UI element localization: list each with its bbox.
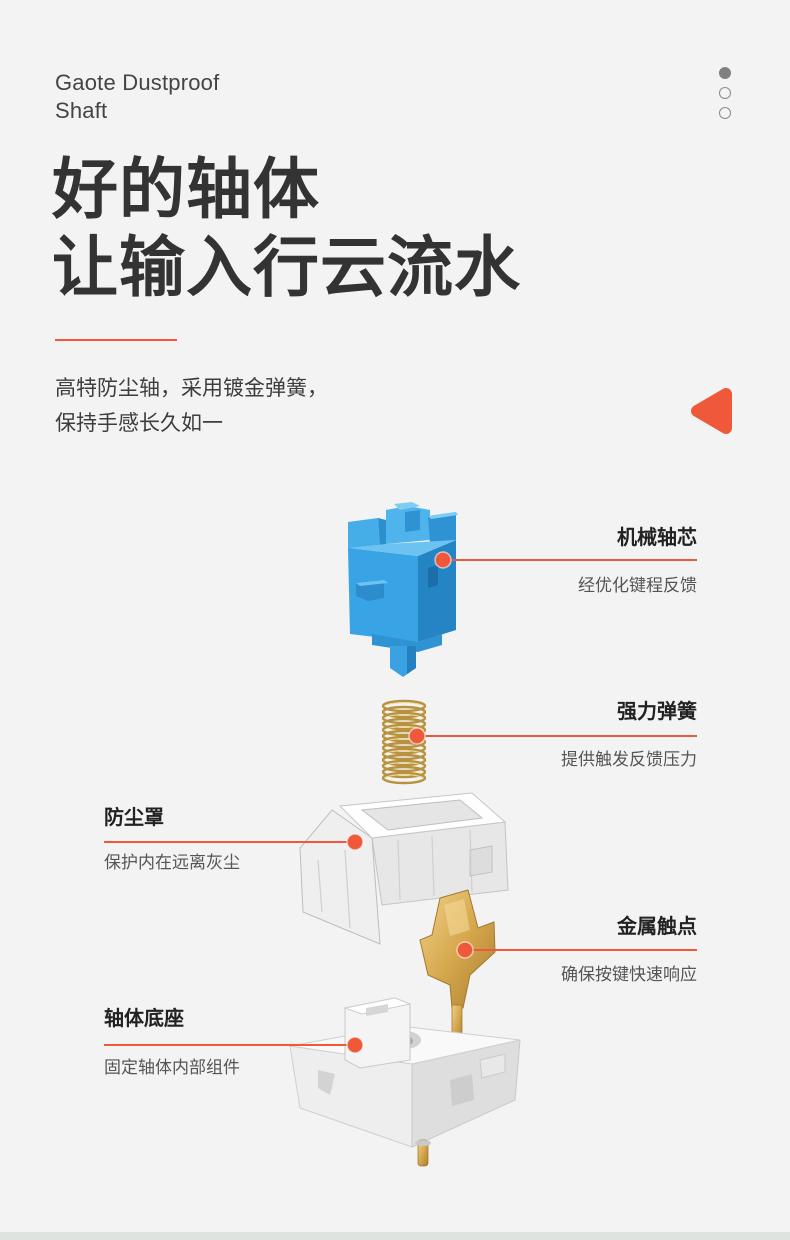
pager-dot[interactable] bbox=[719, 107, 731, 119]
callout-dot-spring bbox=[408, 727, 426, 745]
switch-base bbox=[289, 997, 521, 1167]
callout-desc-spring: 提供触发反馈压力 bbox=[561, 750, 697, 770]
brand-line-2: Shaft bbox=[55, 98, 108, 123]
subtitle-line-1: 高特防尘轴，采用镀金弹簧， bbox=[55, 376, 328, 400]
subtitle: 高特防尘轴，采用镀金弹簧， 保持手感长久如一 bbox=[55, 371, 328, 441]
callout-dot-contact bbox=[456, 941, 474, 959]
callout-desc-base: 固定轴体内部组件 bbox=[104, 1058, 240, 1078]
metal-contact bbox=[419, 889, 496, 1044]
headline-line-2: 让输入行云流水 bbox=[52, 229, 521, 306]
bottom-band bbox=[0, 1232, 790, 1240]
subtitle-line-2: 保持手感长久如一 bbox=[55, 411, 223, 435]
callout-desc-stem: 经优化键程反馈 bbox=[578, 576, 697, 596]
dust-cover bbox=[299, 792, 509, 945]
gold-spring bbox=[381, 699, 427, 785]
pager-dots bbox=[719, 67, 731, 119]
accent-divider bbox=[55, 339, 177, 341]
brand-line-1: Gaote Dustproof bbox=[55, 70, 220, 95]
callout-title-contact: 金属触点 bbox=[617, 914, 697, 938]
callout-dot-cover bbox=[346, 833, 364, 851]
headline-line-1: 好的轴体 bbox=[52, 151, 320, 228]
callout-desc-contact: 确保按键快速响应 bbox=[561, 965, 697, 985]
callout-desc-cover: 保护内在远离灰尘 bbox=[104, 853, 240, 873]
callout-title-stem: 机械轴芯 bbox=[617, 525, 697, 549]
brand-name-english: Gaote Dustproof Shaft bbox=[55, 69, 219, 125]
pager-dot[interactable] bbox=[719, 67, 731, 79]
callout-dot-stem bbox=[434, 551, 452, 569]
callout-title-spring: 强力弹簧 bbox=[617, 699, 697, 723]
callout-title-base: 轴体底座 bbox=[104, 1006, 184, 1030]
switch-stem bbox=[348, 502, 458, 677]
callout-title-cover: 防尘罩 bbox=[104, 805, 164, 829]
decorative-triangle-icon bbox=[691, 388, 732, 434]
callout-dot-base bbox=[346, 1036, 364, 1054]
headline: 好的轴体 让输入行云流水 bbox=[52, 151, 521, 307]
pager-dot[interactable] bbox=[719, 87, 731, 99]
